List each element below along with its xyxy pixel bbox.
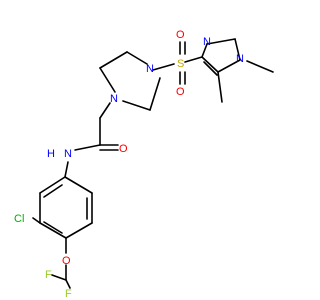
bond xyxy=(184,56,203,63)
atom-label-o: O xyxy=(119,143,128,155)
bonds xyxy=(32,38,274,289)
atom-labels: N N S O O N N O N H Cl O F F xyxy=(14,29,244,300)
atom-label-n: N xyxy=(203,36,211,48)
atom-label-f: F xyxy=(45,269,52,281)
bond xyxy=(74,144,101,151)
atom-label-o: O xyxy=(62,255,71,267)
bond xyxy=(32,217,41,224)
atom-label-h: H xyxy=(47,148,55,160)
bond xyxy=(64,176,93,194)
bond xyxy=(126,51,148,65)
bond xyxy=(39,222,67,239)
bond xyxy=(99,67,116,93)
bond xyxy=(99,51,128,69)
atom-label-n: N xyxy=(236,53,244,65)
bond xyxy=(64,161,69,178)
bond xyxy=(152,63,175,71)
molecule-structure-diagram: N N S O O N N O N H Cl O F F xyxy=(14,29,274,300)
bond xyxy=(43,221,63,234)
atom-label-o: O xyxy=(176,86,185,98)
bond xyxy=(65,222,93,239)
atom-label-n: N xyxy=(64,148,72,160)
bond xyxy=(246,60,274,73)
bond xyxy=(206,38,236,45)
bond xyxy=(149,77,161,111)
bond xyxy=(99,102,111,119)
atom-label-o: O xyxy=(176,29,185,41)
atom-label-n: N xyxy=(146,63,154,75)
bond xyxy=(234,38,241,61)
atom-label-n: N xyxy=(110,93,118,105)
atom-label-cl: Cl xyxy=(14,213,24,225)
bond xyxy=(51,274,67,281)
bond xyxy=(217,71,223,103)
bond xyxy=(43,184,63,198)
atom-label-s: S xyxy=(177,58,184,70)
atom-label-f: F xyxy=(65,288,72,300)
bond xyxy=(65,279,71,289)
bond xyxy=(201,43,208,58)
bond xyxy=(122,100,151,111)
bond xyxy=(203,61,218,76)
bond xyxy=(217,59,241,73)
bond xyxy=(39,176,66,194)
bond xyxy=(201,56,219,73)
